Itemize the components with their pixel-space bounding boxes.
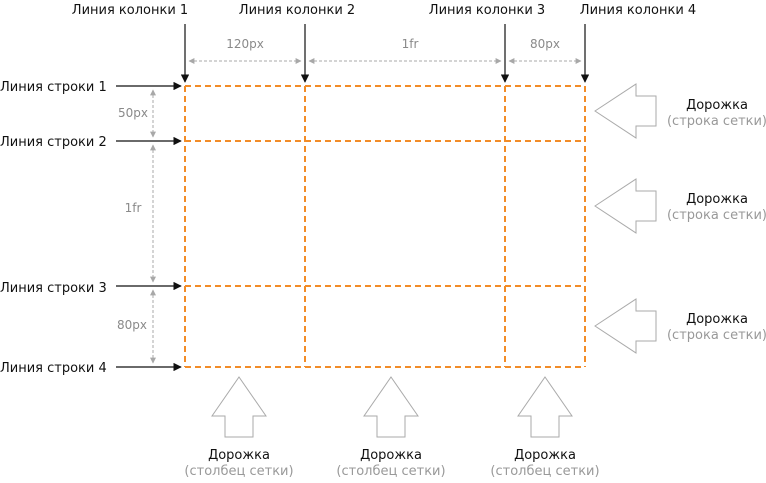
column-line-label-1: Линия колонки 1 <box>72 3 188 18</box>
row-line-label-2: Линия строки 2 <box>0 135 107 150</box>
row-size-label-2: 1fr <box>125 201 142 215</box>
column-line-label-2: Линия колонки 2 <box>239 3 355 18</box>
row-track-arrow-1 <box>594 83 657 139</box>
column-track-arrow-2 <box>363 376 419 438</box>
row-line-labels: Линия строки 1 Линия строки 2 Линия стро… <box>0 80 182 376</box>
row-track-title-2: Дорожка <box>686 192 748 207</box>
row-line-label-4: Линия строки 4 <box>0 361 107 376</box>
row-size-label-1: 50px <box>118 106 148 120</box>
row-line-label-3: Линия строки 3 <box>0 281 107 296</box>
row-size-dimensions: 50px 1fr 80px <box>113 89 156 364</box>
column-line-label-3: Линия колонки 3 <box>429 3 545 18</box>
column-track-title-2: Дорожка <box>360 448 422 463</box>
row-size-label-3: 80px <box>117 318 147 332</box>
column-track-title-1: Дорожка <box>208 448 270 463</box>
row-track-title-1: Дорожка <box>686 98 748 113</box>
row-track-arrow-3 <box>594 298 657 354</box>
column-track-subtitle-1: (столбец сетки) <box>184 464 293 479</box>
row-track-title-3: Дорожка <box>686 312 748 327</box>
column-track-subtitle-2: (столбец сетки) <box>336 464 445 479</box>
row-track-indicators: Дорожка (строка сетки) Дорожка (строка с… <box>594 83 766 354</box>
column-size-dimensions: 120px 1fr 80px <box>188 37 582 64</box>
column-track-subtitle-3: (столбец сетки) <box>490 464 599 479</box>
column-line-labels: Линия колонки 1 Линия колонки 2 Линия ко… <box>72 3 696 83</box>
row-track-subtitle-1: (строка сетки) <box>667 114 766 129</box>
column-track-title-3: Дорожка <box>514 448 576 463</box>
column-size-label-2: 1fr <box>402 37 419 51</box>
column-track-indicators: Дорожка (столбец сетки) Дорожка (столбец… <box>184 376 600 479</box>
column-track-arrow-3 <box>517 376 573 438</box>
row-track-arrow-2 <box>594 178 657 234</box>
column-line-label-4: Линия колонки 4 <box>580 3 696 18</box>
column-size-label-1: 120px <box>226 37 264 51</box>
column-track-arrow-1 <box>211 376 267 438</box>
row-track-subtitle-2: (строка сетки) <box>667 208 766 223</box>
grid-lines <box>184 85 586 368</box>
column-size-label-3: 80px <box>530 37 560 51</box>
row-line-label-1: Линия строки 1 <box>0 80 107 95</box>
row-track-subtitle-3: (строка сетки) <box>667 328 766 343</box>
